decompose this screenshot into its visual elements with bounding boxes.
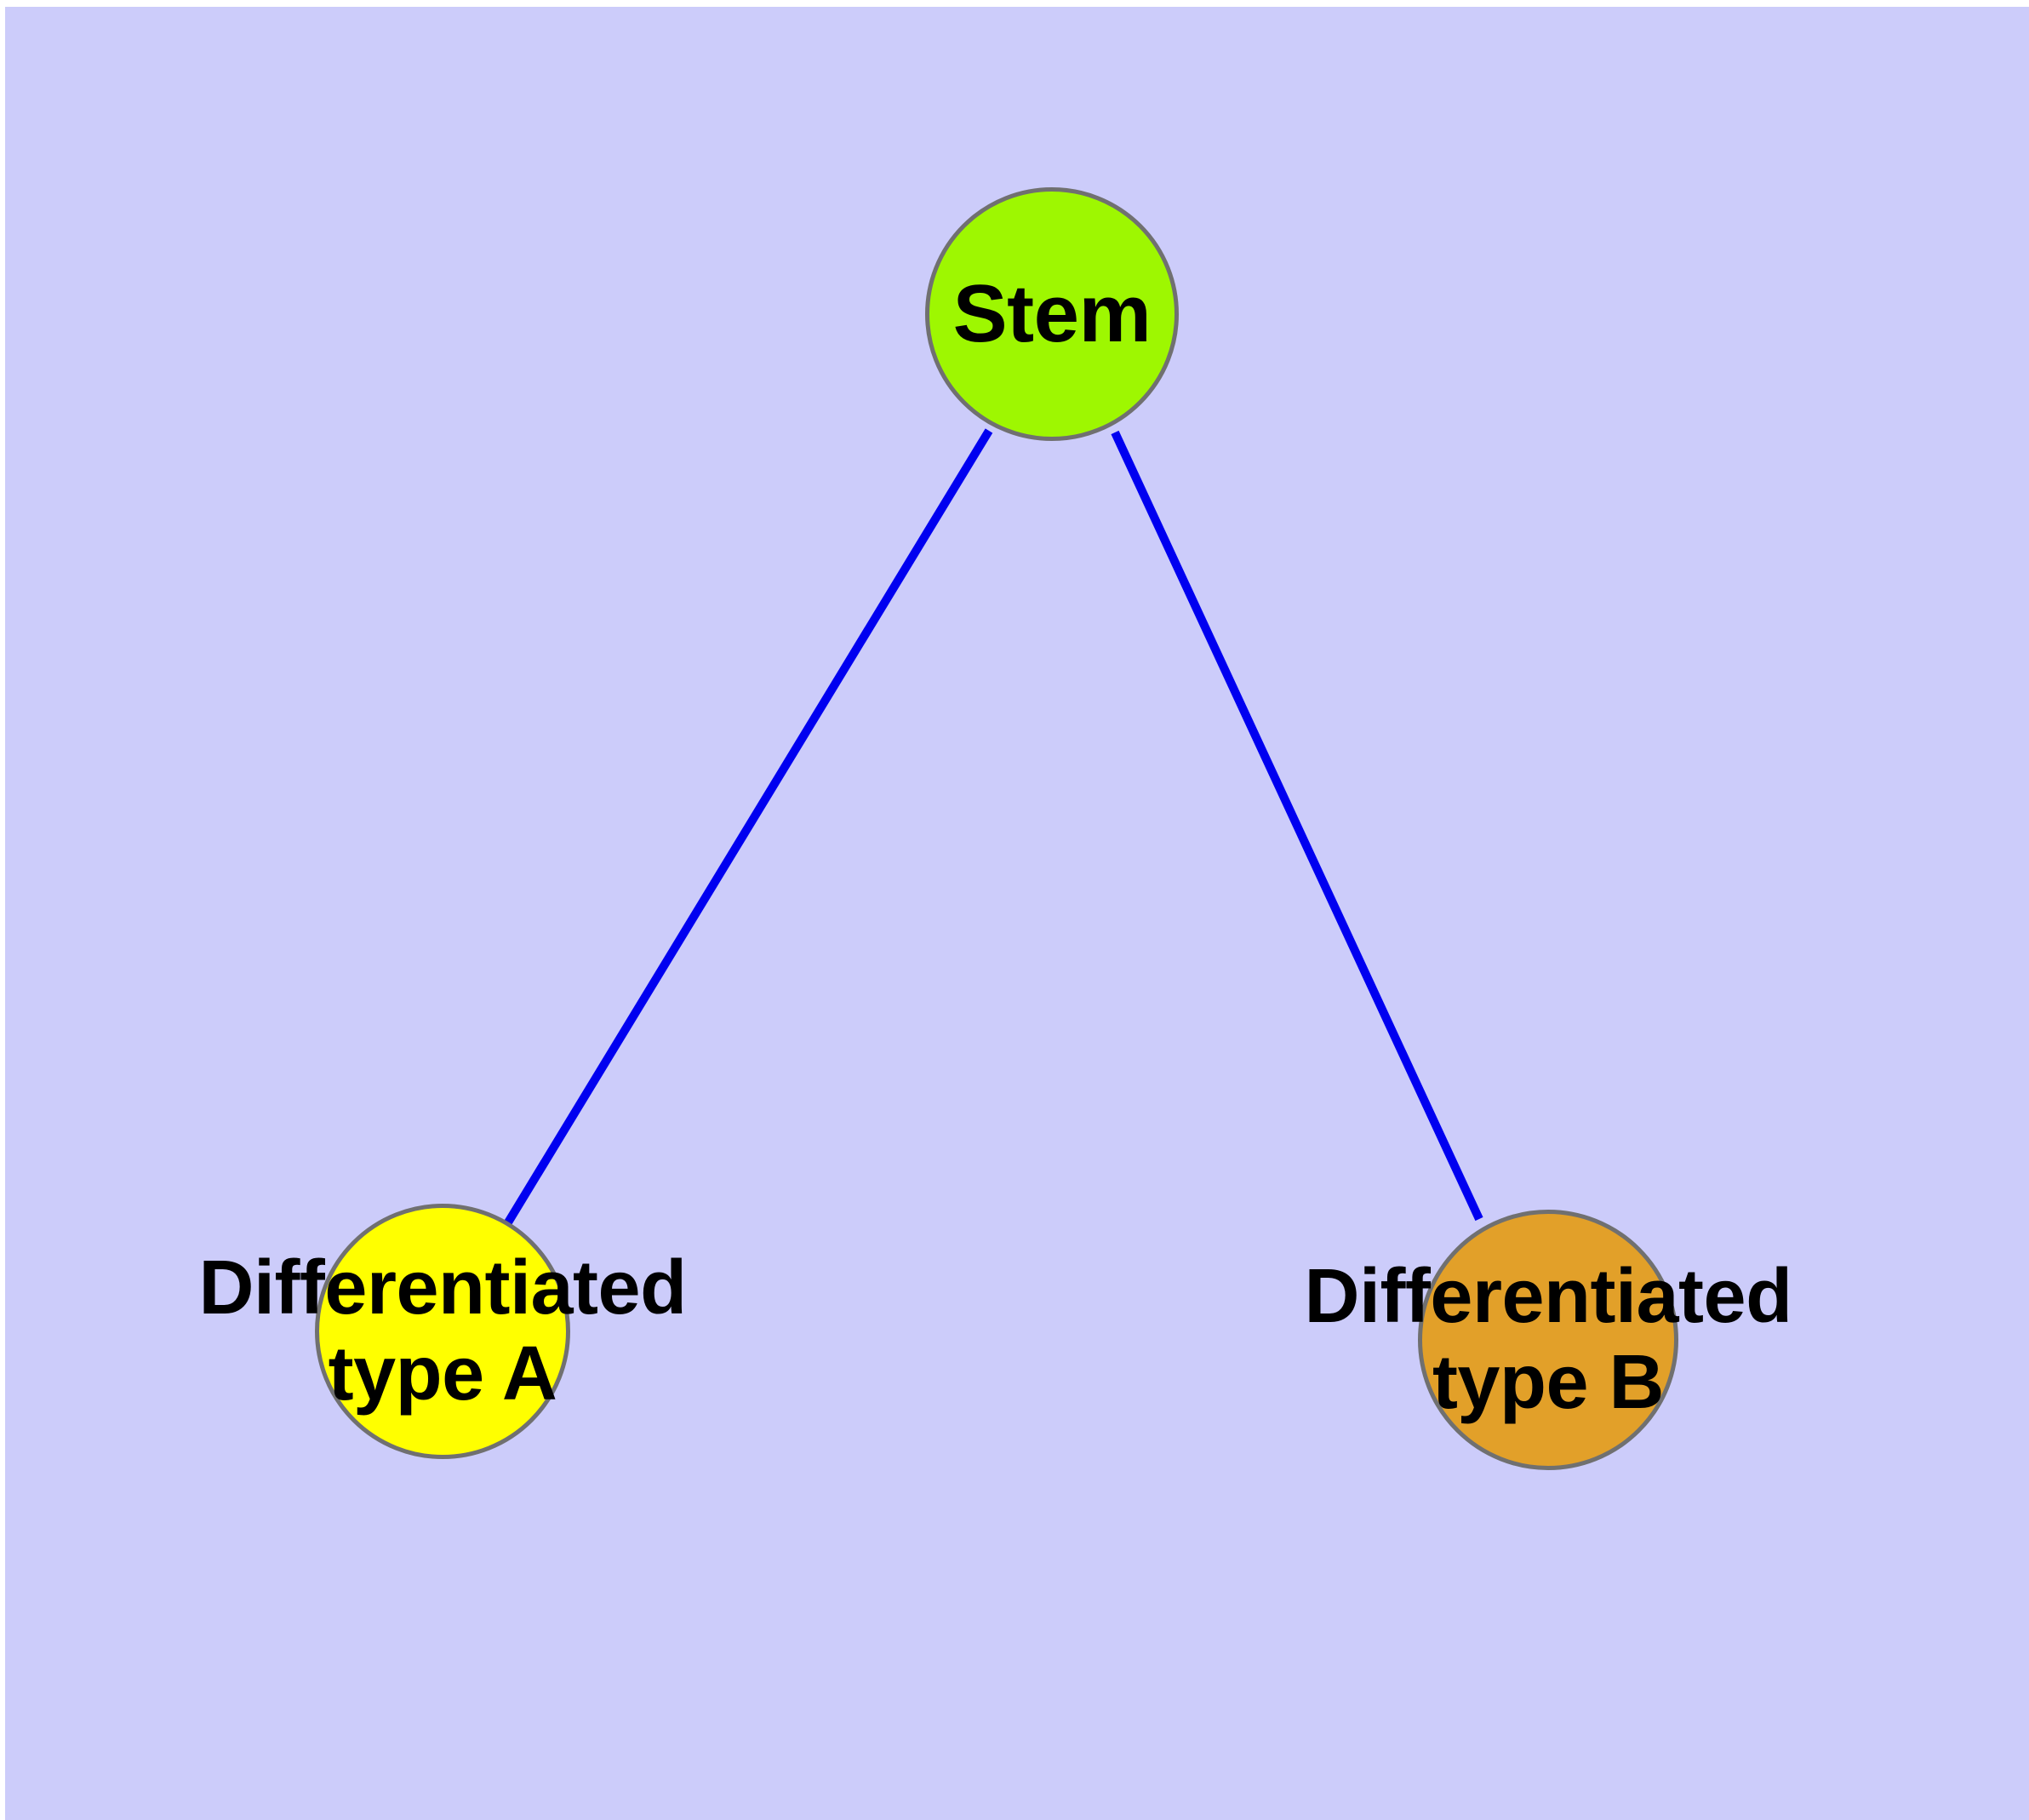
node-differentiated-type-b-label: Differentiated type B [1304, 1254, 1792, 1425]
edge-stem-to-differentiated-type-b [1111, 430, 1483, 1222]
node-differentiated-type-a[interactable] [315, 1204, 570, 1459]
node-stem-label: Stem [952, 268, 1152, 360]
graph-plot-area: Stem Differentiated type A Differentiate… [5, 7, 2029, 1820]
edge-layer [504, 428, 1483, 1225]
node-stem[interactable] [925, 187, 1179, 441]
node-differentiated-type-a-label: Differentiated type A [198, 1245, 687, 1417]
node-differentiated-type-b[interactable] [1418, 1210, 1678, 1470]
edge-stem-to-differentiated-type-a [504, 428, 993, 1225]
